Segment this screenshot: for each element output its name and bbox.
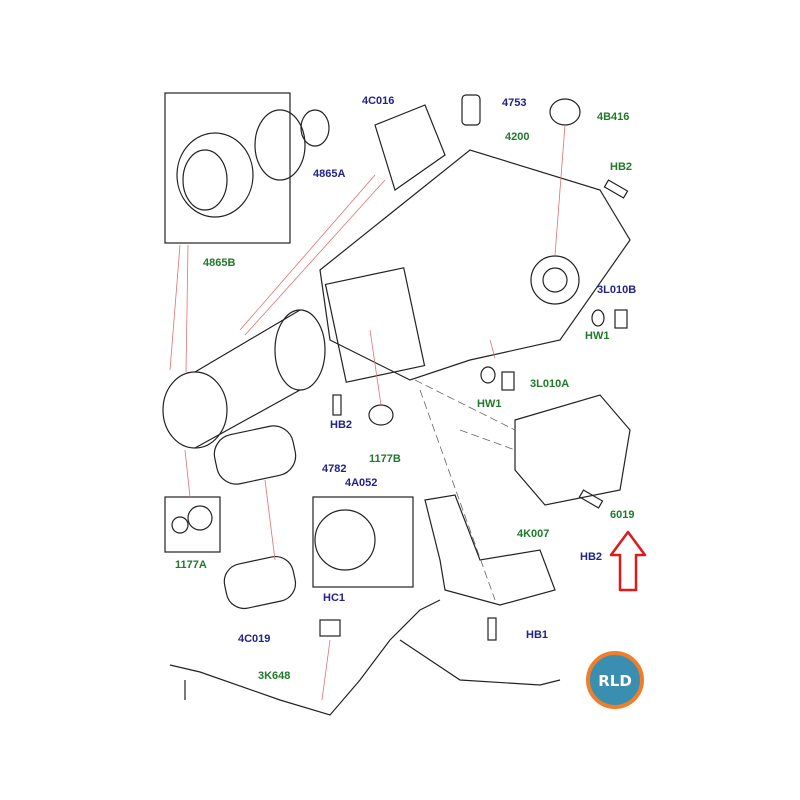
logo-text: RLD	[598, 672, 632, 690]
label-1177B: 1177B	[369, 453, 401, 465]
part-4200-housing	[319, 149, 631, 381]
label-HB2-mid: HB2	[330, 419, 352, 431]
label-HB1: HB1	[526, 629, 548, 641]
part-4K007-bracket	[424, 494, 556, 606]
label-HC1: HC1	[323, 592, 345, 604]
label-HW1-left: HW1	[477, 398, 501, 410]
label-3L010B: 3L010B	[597, 284, 636, 296]
part-6019-cover	[514, 394, 631, 506]
highlight-arrow-icon	[609, 530, 647, 592]
part-4753	[461, 94, 481, 126]
harness-3K648	[169, 599, 561, 716]
label-4K007: 4K007	[517, 528, 549, 540]
part-4865B	[176, 132, 254, 218]
label-4C019: 4C019	[238, 633, 270, 645]
label-4A052: 4A052	[345, 477, 377, 489]
label-4B416: 4B416	[597, 111, 629, 123]
part-4782-motor	[213, 425, 297, 485]
rld-logo: RLD	[586, 651, 644, 709]
label-4C016: 4C016	[362, 95, 394, 107]
label-4753: 4753	[502, 97, 526, 109]
part-1177B	[368, 404, 394, 426]
part-box-4A052	[312, 496, 414, 588]
label-4200: 4200	[505, 131, 529, 143]
part-4C019	[223, 555, 297, 610]
label-HW1-right: HW1	[585, 330, 609, 342]
label-3K648: 3K648	[258, 670, 290, 682]
label-1177A: 1177A	[175, 559, 207, 571]
label-4865B: 4865B	[203, 257, 235, 269]
part-4C016	[374, 104, 446, 191]
label-4782: 4782	[322, 463, 346, 475]
part-box-1177A	[164, 496, 221, 553]
part-box-4865	[164, 92, 291, 244]
part-4865A	[254, 109, 306, 181]
label-3L010A: 3L010A	[530, 378, 569, 390]
label-HB2-top: HB2	[610, 161, 632, 173]
label-4865A: 4865A	[313, 168, 345, 180]
label-HB2-bottom: HB2	[580, 551, 602, 563]
part-4B416	[549, 98, 581, 126]
label-6019: 6019	[610, 509, 634, 521]
